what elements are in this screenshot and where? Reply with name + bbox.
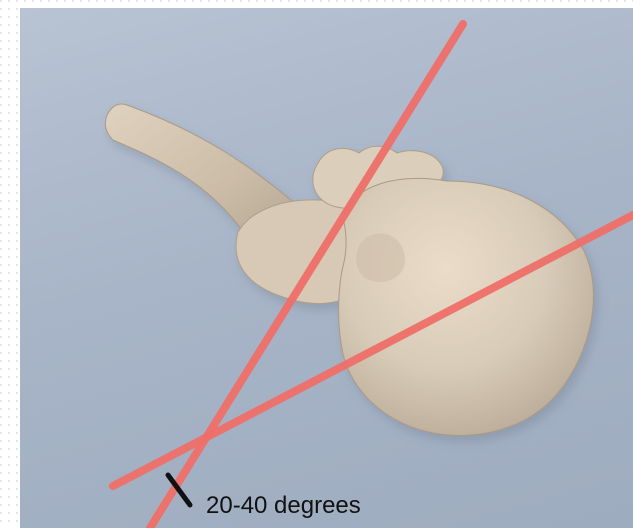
bone-head bbox=[339, 179, 594, 436]
bone-ridge bbox=[356, 233, 405, 282]
angle-caption: 20-40 degrees bbox=[206, 494, 361, 518]
